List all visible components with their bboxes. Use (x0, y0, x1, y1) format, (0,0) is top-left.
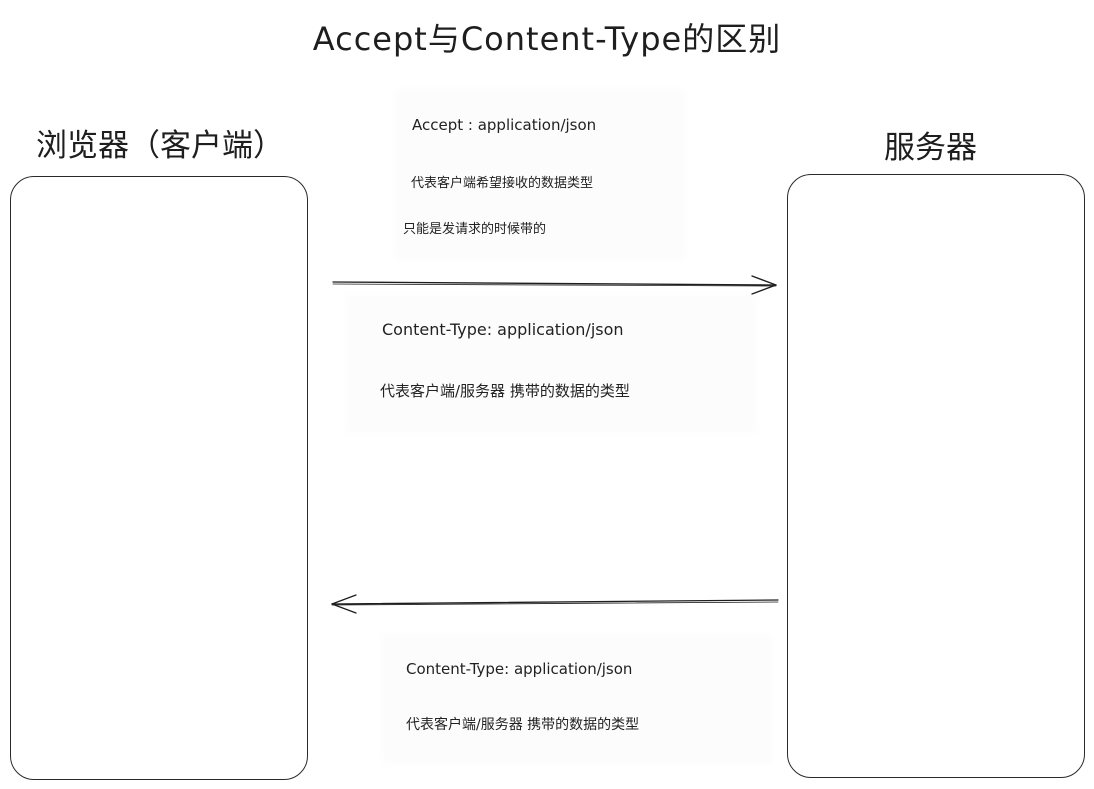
response-note-line1: 代表客户端/服务器 携带的数据的类型 (380, 382, 630, 400)
response-arrow (331, 594, 779, 614)
return-note-line1: 代表客户端/服务器 携带的数据的类型 (406, 717, 640, 733)
return-note-header: Content-Type: application/json (406, 660, 633, 678)
request-note-header: Accept : application/json (412, 116, 597, 134)
request-note-line2: 只能是发请求的时候带的 (403, 222, 547, 237)
request-arrow (332, 275, 777, 295)
client-label: 浏览器（客户端） (36, 128, 284, 164)
response-note: Content-Type: application/json 代表客户端/服务器… (352, 300, 750, 428)
server-label: 服务器 (884, 130, 977, 166)
return-note: Content-Type: application/json 代表客户端/服务器… (388, 640, 766, 758)
diagram-title: Accept与Content-Type的区别 (312, 20, 782, 58)
server-box (787, 174, 1085, 778)
client-box (10, 176, 308, 780)
request-note-line1: 代表客户端希望接收的数据类型 (411, 176, 594, 191)
request-note: Accept : application/json 代表客户端希望接收的数据类型… (400, 94, 680, 254)
response-note-header: Content-Type: application/json (382, 320, 624, 339)
